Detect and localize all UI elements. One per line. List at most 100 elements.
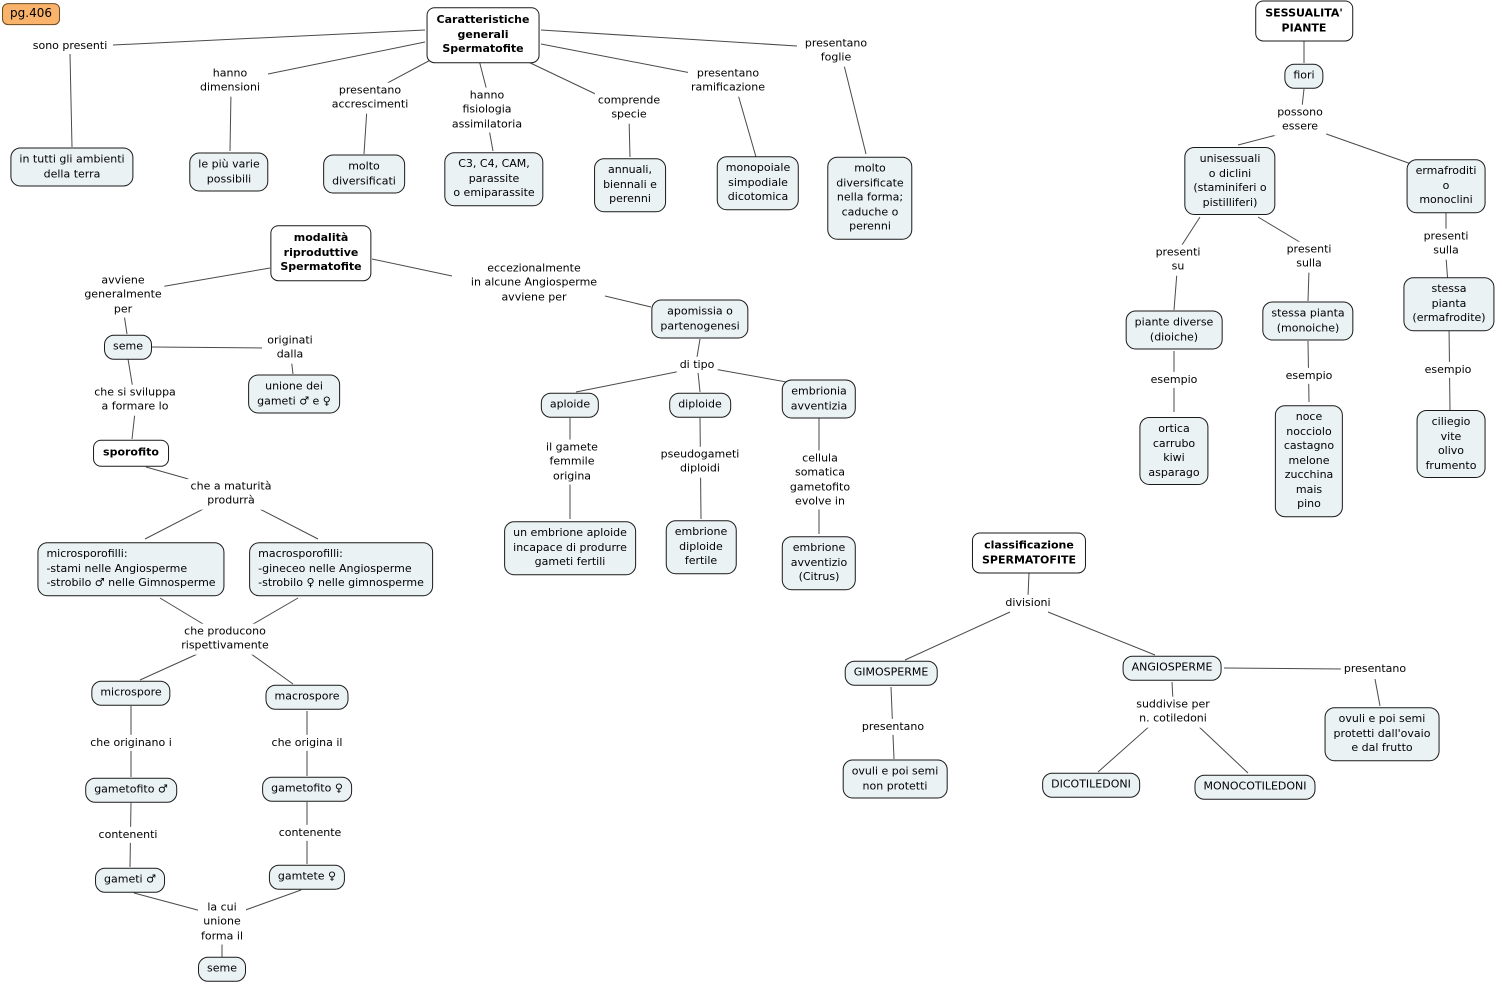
connector-line <box>1179 216 1201 249</box>
connector-line <box>604 295 652 308</box>
link-label-che-a-maturita: che a maturità produrrà <box>187 478 275 510</box>
node-annuali-biennali[interactable]: annuali, biennali e perenni <box>594 158 666 212</box>
node-microspore[interactable]: microspore <box>91 680 171 706</box>
node-fiori[interactable]: fiori <box>1284 63 1324 89</box>
connector-line <box>159 597 209 628</box>
node-dicotiledoni[interactable]: DICOTILEDONI <box>1042 772 1140 798</box>
link-label-di-tipo: di tipo <box>676 356 718 374</box>
node-molto-diversificate[interactable]: molto diversificate nella forma; caduche… <box>827 156 913 240</box>
link-label-presenti-sulla-1: presenti sulla <box>1283 241 1335 273</box>
node-c3-c4-cam[interactable]: C3, C4, CAM, parassite o emiparassite <box>444 152 544 206</box>
node-gameti-m[interactable]: gameti ♂ <box>95 867 165 893</box>
connector-line <box>229 91 232 152</box>
node-noce-nocciolo[interactable]: noce nocciolo castagno melone zucchina m… <box>1274 405 1344 517</box>
link-label-sono-presenti: sono presenti <box>29 37 111 55</box>
node-ovuli-protetti[interactable]: ovuli e poi semi protetti dall'ovaio e d… <box>1324 707 1440 761</box>
node-unione-gameti[interactable]: unione dei gameti ♂ e ♀ <box>248 374 340 414</box>
node-gametofito-f[interactable]: gametofito ♀ <box>262 776 352 802</box>
node-monopoiale[interactable]: monopoiale simpodiale dicotomica <box>716 156 800 210</box>
link-label-presenti-su: presenti su <box>1152 244 1204 276</box>
link-label-avviene-generalmente-per: avviene generalmente per <box>81 272 165 318</box>
node-embrione-avventizio[interactable]: embrione avventizio (Citrus) <box>781 536 857 590</box>
node-embrione-aploide[interactable]: un embrione aploide incapace di produrre… <box>504 521 636 575</box>
link-label-suddivise-per: suddivise per n. cotiledoni <box>1133 696 1213 728</box>
link-label-presentano-ramificazione: presentano ramificazione <box>687 65 769 97</box>
node-diploide[interactable]: diploide <box>669 392 731 418</box>
connector-line <box>904 611 1011 661</box>
node-stessa-pianta-ermafrodite[interactable]: stessa pianta (ermafrodite) <box>1403 277 1495 331</box>
node-piante-diverse[interactable]: piante diverse (dioiche) <box>1125 310 1223 350</box>
connector-line <box>1374 678 1381 707</box>
node-ciliegio-vite[interactable]: ciliegio vite olivo frumento <box>1416 409 1486 479</box>
connector-line <box>575 370 682 393</box>
link-label-hanno-fisiologia: hanno fisiologia assimilatoria <box>448 87 526 133</box>
node-le-piu-varie[interactable]: le più varie possibili <box>189 152 269 192</box>
node-aploide[interactable]: aploide <box>540 392 600 418</box>
node-angiosperme[interactable]: ANGIOSPERME <box>1122 655 1222 681</box>
link-label-contenenti: contenenti <box>95 826 161 844</box>
connector-line <box>1047 611 1156 656</box>
link-label-esempio-3: esempio <box>1421 361 1475 379</box>
node-microsporofilli[interactable]: microsporofilli: -stami nelle Angiosperm… <box>37 542 225 596</box>
link-label-che-producono: che producono rispettivamente <box>178 623 272 655</box>
connector-line <box>713 368 793 384</box>
node-macrosporofilli[interactable]: macrosporofilli: -gineceo nelle Angiospe… <box>249 542 433 596</box>
node-unisessuali[interactable]: unisessuali o diclini (staminiferi o pis… <box>1184 146 1276 216</box>
node-caratteristiche-generali[interactable]: Caratteristiche generali Spermatofite <box>426 7 540 63</box>
connector-line <box>842 60 867 155</box>
node-ovuli-non-protetti[interactable]: ovuli e poi semi non protetti <box>842 759 948 799</box>
node-in-tutti-ambienti[interactable]: in tutti gli ambienti della terra <box>10 147 134 187</box>
connector-line <box>1257 216 1304 245</box>
link-label-esempio-2: esempio <box>1282 367 1336 385</box>
node-gamtete-f[interactable]: gamtete ♀ <box>268 864 346 890</box>
connector-line <box>247 597 299 628</box>
node-seme-1[interactable]: seme <box>104 334 152 360</box>
node-classificazione[interactable]: classificazione SPERMATOFITE <box>971 532 1087 574</box>
link-label-presentano-1: presentano <box>858 718 928 736</box>
node-sporofito[interactable]: sporofito <box>93 439 169 467</box>
node-modalita-riproduttive[interactable]: modalità riproduttive Spermatofite <box>270 225 372 281</box>
connector-line <box>239 889 302 913</box>
connector-line <box>1097 723 1153 773</box>
node-stessa-pianta-monoiche[interactable]: stessa pianta (monoiche) <box>1262 301 1354 341</box>
connector-line <box>144 504 212 540</box>
link-label-che-si-sviluppa: che si sviluppa a formare lo <box>91 384 179 416</box>
node-seme-2[interactable]: seme <box>198 956 246 982</box>
node-ermafroditi[interactable]: ermafroditi o monoclini <box>1406 159 1486 213</box>
connector-line <box>540 29 798 47</box>
link-label-la-cui-unione: la cui unione forma il <box>198 899 246 945</box>
link-label-che-origina-il: che origina il <box>268 734 346 752</box>
link-label-eccezionalmente: eccezionalmente in alcune Angiosperme av… <box>467 260 601 306</box>
node-embrione-diploide[interactable]: embrione diploide fertile <box>665 520 737 574</box>
connector-line <box>1195 723 1249 774</box>
connector-line <box>1173 271 1178 311</box>
link-label-presentano-foglie: presentano foglie <box>801 35 871 67</box>
node-macrospore[interactable]: macrospore <box>265 684 349 710</box>
connector-line <box>488 128 494 152</box>
link-label-comprende-specie: comprende specie <box>594 92 664 124</box>
link-label-hanno-dimensioni: hanno dimensioni <box>196 65 264 97</box>
node-monocotiledoni[interactable]: MONOCOTILEDONI <box>1194 774 1316 800</box>
connector-line <box>628 116 631 158</box>
connector-line <box>371 258 453 277</box>
link-label-presenti-sulla-2: presenti sulla <box>1420 228 1472 260</box>
connector-line <box>251 504 319 540</box>
node-embrionia-avventizia[interactable]: embrionia avventizia <box>781 379 857 419</box>
node-apomissia[interactable]: apomissia o partenogenesi <box>651 299 749 339</box>
node-pg-badge[interactable]: pg.406 <box>2 3 60 25</box>
node-sessualita-piante[interactable]: SESSUALITA' PIANTE <box>1255 0 1353 42</box>
connector-line <box>1223 667 1344 670</box>
node-ortica-carrubo[interactable]: ortica carrubo kiwi asparago <box>1139 416 1209 486</box>
node-gimosperme[interactable]: GIMOSPERME <box>844 660 938 686</box>
connector-line <box>1301 88 1305 108</box>
connector-line <box>1314 129 1418 167</box>
link-label-originati-dalla: originati dalla <box>264 332 316 364</box>
connector-line <box>151 346 263 349</box>
connector-line <box>112 29 426 46</box>
node-molto-diversificati[interactable]: molto diversificati <box>323 154 405 194</box>
connector-line <box>159 267 271 288</box>
connector-line <box>478 59 488 92</box>
node-gametofito-m[interactable]: gametofito ♂ <box>85 777 177 803</box>
